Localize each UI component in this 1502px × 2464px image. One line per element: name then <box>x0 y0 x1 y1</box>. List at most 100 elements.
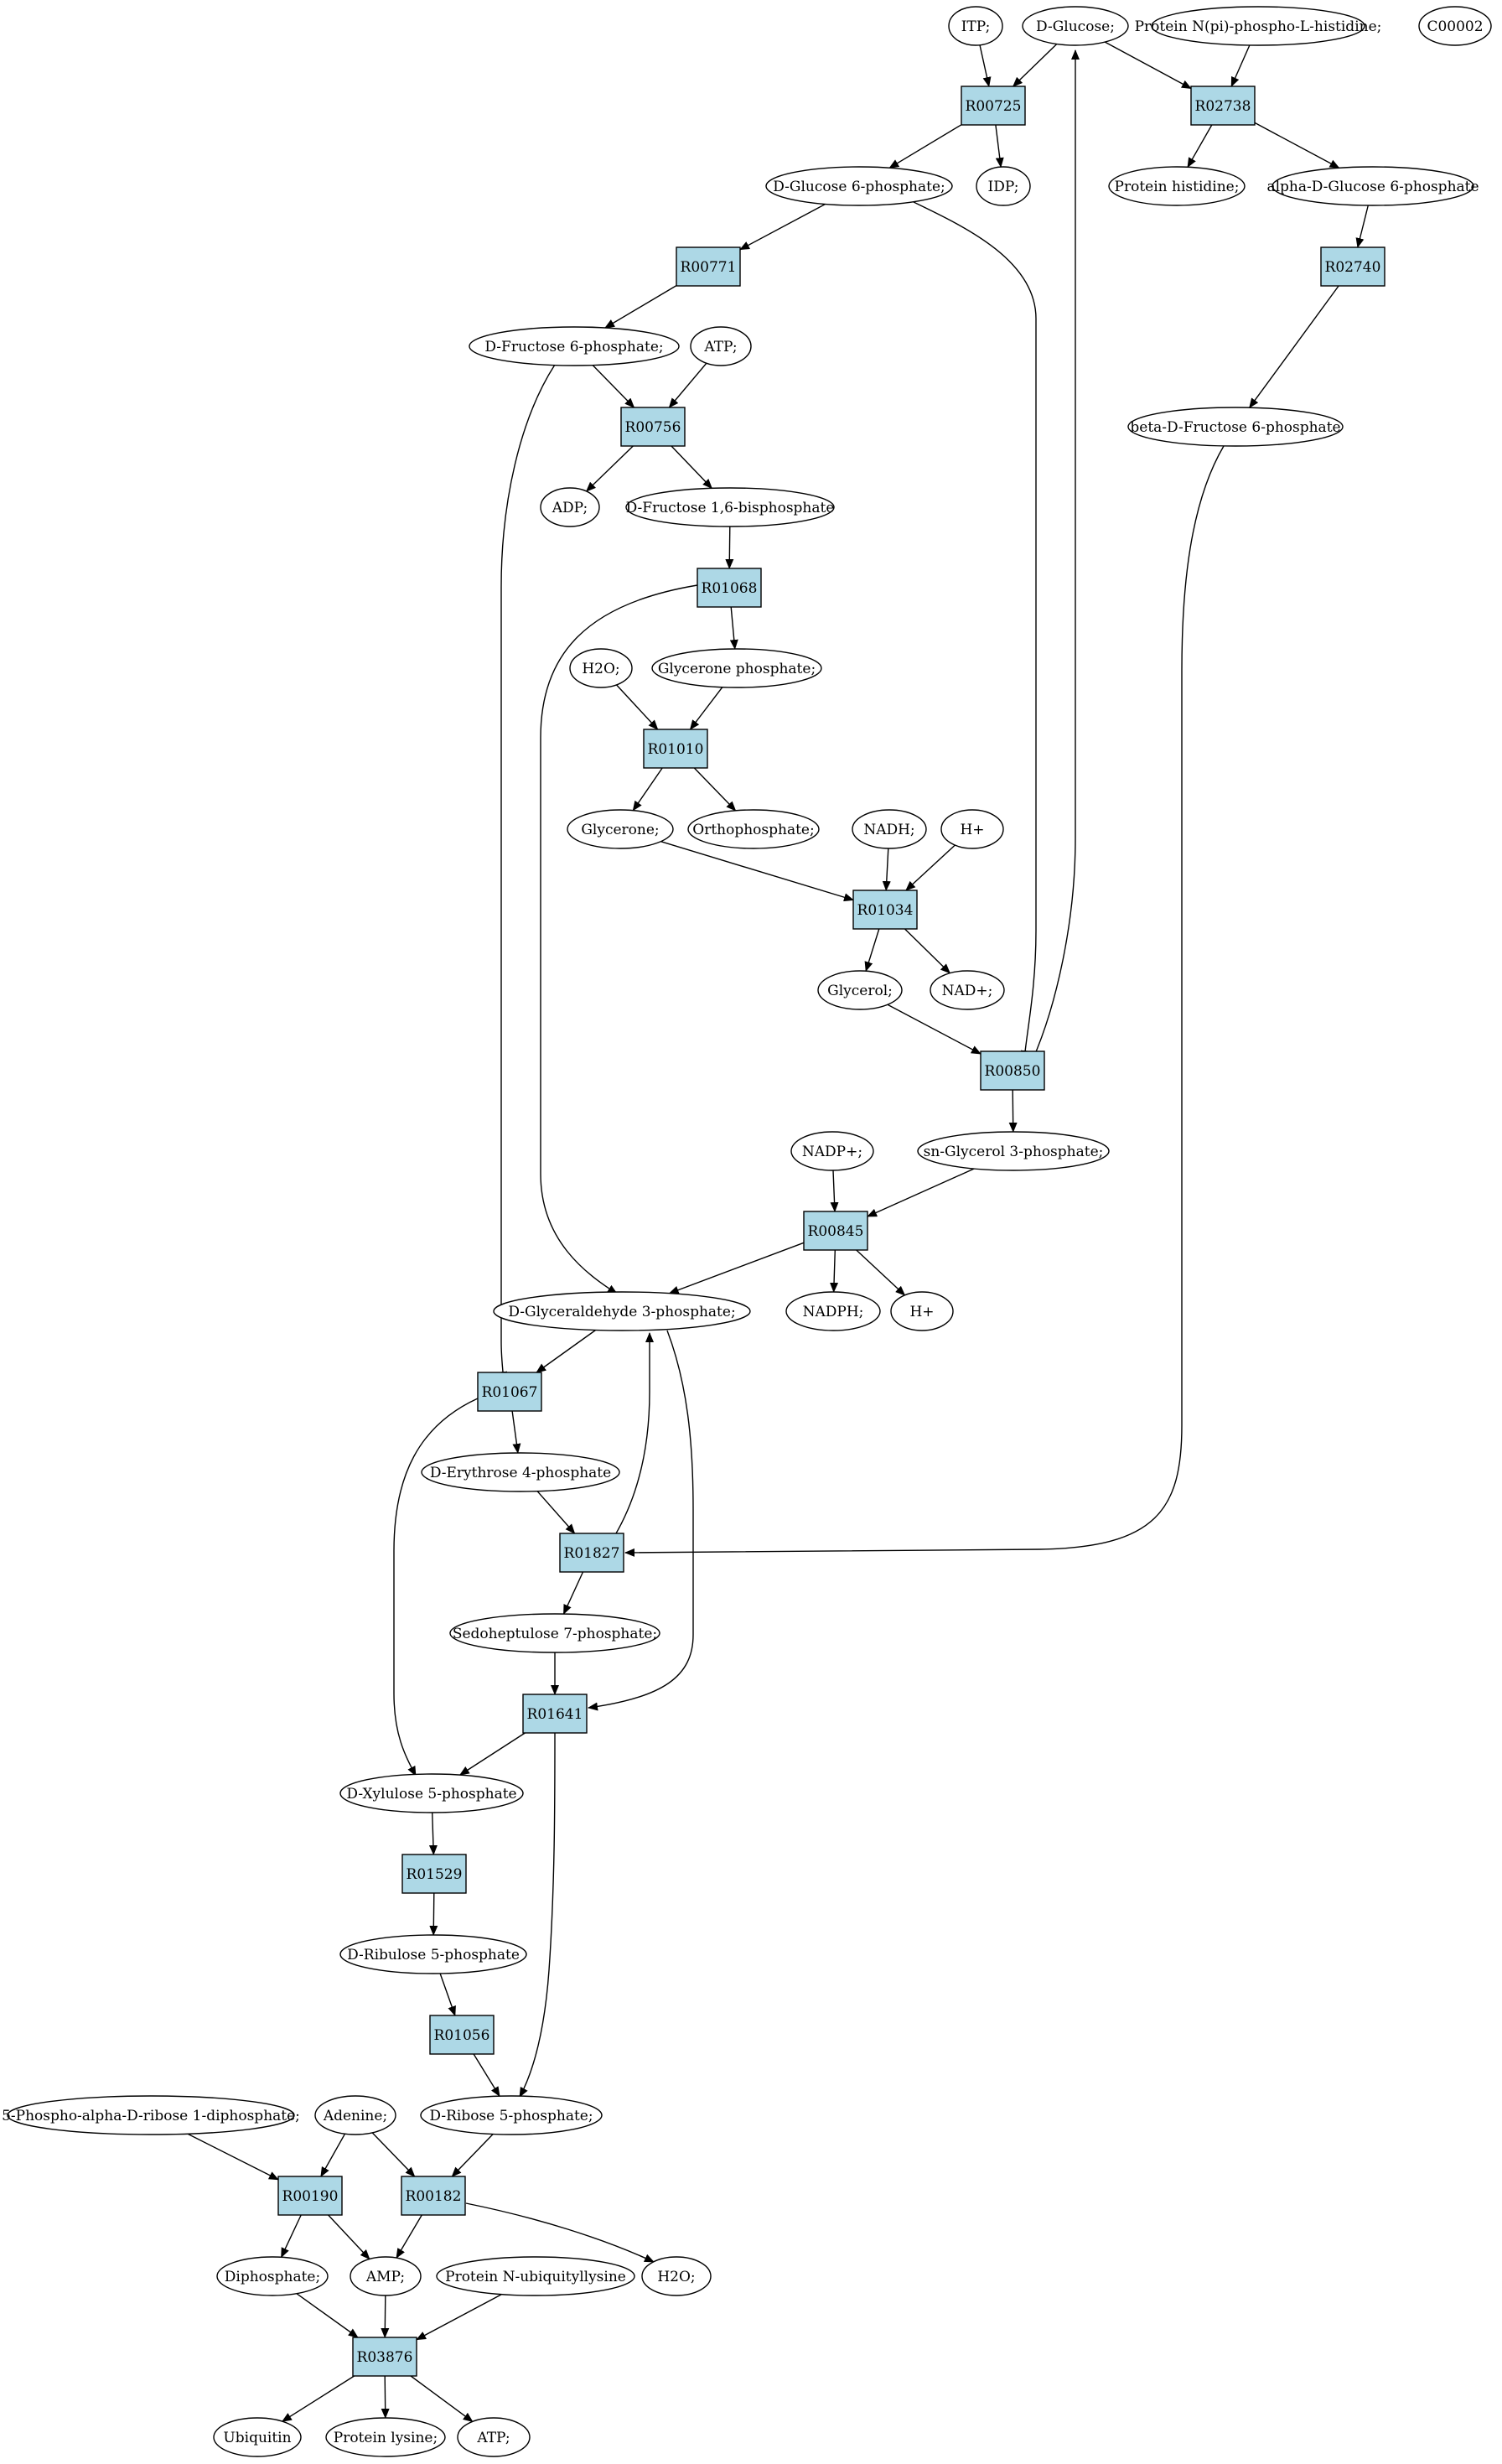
reaction-box <box>401 2176 466 2216</box>
edge-r01010-to-glycerone <box>632 767 663 812</box>
node-label: D-Erythrose 4-phosphate <box>430 1465 611 1481</box>
compound-ellipse <box>339 1934 527 1974</box>
node-label: ADP; <box>552 500 588 516</box>
compound-ellipse <box>765 166 953 206</box>
node-r00845[interactable]: R00845 <box>803 1211 868 1251</box>
node-r00850[interactable]: R00850 <box>980 1050 1045 1091</box>
node-label: D-Ribose 5-phosphate; <box>429 2108 593 2124</box>
edge-r03876-to-protlys <box>381 2375 390 2419</box>
node-dga3p[interactable]: D-Glyceraldehyde 3-phosphate; <box>493 1291 751 1331</box>
node-protnubq[interactable]: Protein N-ubiquityllysine <box>436 2256 635 2296</box>
edge-df16bp-to-r01068 <box>725 526 734 569</box>
node-diphos[interactable]: Diphosphate; <box>216 2256 329 2296</box>
node-adp[interactable]: ADP; <box>540 487 600 527</box>
reaction-box <box>401 1854 467 1894</box>
node-atp1[interactable]: ATP; <box>690 326 752 366</box>
edge-nadpplus-to-r00845 <box>830 1170 839 1212</box>
node-label: R01068 <box>702 580 758 597</box>
reaction-box <box>961 86 1026 126</box>
node-r00725[interactable]: R00725 <box>961 86 1026 126</box>
node-protnpi[interactable]: Protein N(pi)-phospho-L-histidine; <box>1135 6 1382 46</box>
node-r02740[interactable]: R02740 <box>1320 246 1385 287</box>
node-bdf6p[interactable]: beta-D-Fructose 6-phosphate <box>1127 407 1344 447</box>
node-glycerol[interactable]: Glycerol; <box>817 970 903 1010</box>
node-r01529[interactable]: R01529 <box>401 1854 467 1894</box>
node-r01010[interactable]: R01010 <box>643 729 708 769</box>
node-label: R01034 <box>857 902 914 919</box>
node-dg6p[interactable]: D-Glucose 6-phosphate; <box>765 166 953 206</box>
node-s7p[interactable]: Sedoheptulose 7-phosphate; <box>449 1613 660 1653</box>
node-h2o2[interactable]: H2O; <box>641 2256 712 2296</box>
node-r01641[interactable]: R01641 <box>522 1694 588 1734</box>
compound-ellipse <box>852 809 927 849</box>
node-adg6p[interactable]: alpha-D-Glucose 6-phosphate <box>1266 166 1479 206</box>
node-idp[interactable]: IDP; <box>976 166 1031 206</box>
node-dglucose[interactable]: D-Glucose; <box>1022 6 1129 46</box>
node-atp2[interactable]: ATP; <box>457 2417 531 2457</box>
node-r03876[interactable]: R03876 <box>352 2337 417 2377</box>
edge-r02740-to-bdf6p <box>1249 285 1339 409</box>
node-df16bp[interactable]: D-Fructose 1,6-bisphosphate <box>625 487 835 527</box>
node-dr5p[interactable]: D-Ribose 5-phosphate; <box>420 2095 603 2135</box>
node-hplus2[interactable]: H+ <box>890 1291 954 1331</box>
node-r01034[interactable]: R01034 <box>852 890 918 930</box>
node-adenine[interactable]: Adenine; <box>314 2095 396 2135</box>
node-r01827[interactable]: R01827 <box>559 1533 624 1573</box>
node-label: H+ <box>909 1304 934 1320</box>
node-glycerone[interactable]: Glycerone; <box>567 809 674 849</box>
node-label: R01010 <box>648 741 704 758</box>
compound-ellipse <box>567 809 674 849</box>
node-itp[interactable]: ITP; <box>948 6 1003 46</box>
node-label: D-Ribulose 5-phosphate <box>347 1947 520 1963</box>
node-label: IDP; <box>988 179 1019 195</box>
node-ubiquitin[interactable]: Ubiquitin <box>213 2417 302 2457</box>
node-h2o1[interactable]: H2O; <box>569 648 633 688</box>
compound-ellipse <box>436 2256 635 2296</box>
node-df6p[interactable]: D-Fructose 6-phosphate; <box>469 326 680 366</box>
node-r02738[interactable]: R02738 <box>1190 86 1256 126</box>
node-label: NADP+; <box>802 1144 862 1160</box>
node-r01056[interactable]: R01056 <box>429 2015 495 2055</box>
node-glyp[interactable]: Glycerone phosphate; <box>651 648 822 688</box>
node-r01068[interactable]: R01068 <box>697 568 762 608</box>
compound-ellipse <box>625 487 835 527</box>
reaction-box <box>852 890 918 930</box>
reaction-box <box>803 1211 868 1251</box>
edge-r00771-to-df6p <box>604 284 677 329</box>
node-r00190[interactable]: R00190 <box>277 2176 343 2216</box>
compound-ellipse <box>216 2256 329 2296</box>
node-de4p[interactable]: D-Erythrose 4-phosphate <box>421 1452 620 1492</box>
node-r00756[interactable]: R00756 <box>620 407 686 447</box>
node-dribu5p[interactable]: D-Ribulose 5-phosphate <box>339 1934 527 1974</box>
node-nadh[interactable]: NADH; <box>852 809 927 849</box>
compound-ellipse <box>1127 407 1344 447</box>
node-nadpplus[interactable]: NADP+; <box>790 1131 874 1171</box>
node-orthop[interactable]: Orthophosphate; <box>687 809 820 849</box>
node-nadph[interactable]: NADPH; <box>785 1291 881 1331</box>
compound-ellipse <box>457 2417 531 2457</box>
node-label: NADPH; <box>803 1304 864 1320</box>
node-r01067[interactable]: R01067 <box>477 1372 542 1412</box>
compound-ellipse <box>540 487 600 527</box>
node-hplus1[interactable]: H+ <box>940 809 1004 849</box>
node-sng3p[interactable]: sn-Glycerol 3-phosphate; <box>917 1131 1110 1171</box>
node-dx5p[interactable]: D-Xylulose 5-phosphate <box>339 1773 524 1813</box>
node-r00771[interactable]: R00771 <box>676 246 741 287</box>
node-label: ATP; <box>703 339 737 355</box>
node-prpp[interactable]: 5-Phospho-alpha-D-ribose 1-diphosphate; <box>2 2095 300 2135</box>
compound-ellipse <box>917 1131 1110 1171</box>
node-label: R01641 <box>527 1706 583 1723</box>
node-amp[interactable]: AMP; <box>350 2256 422 2296</box>
edge-dribu5p-to-r01056 <box>439 1973 456 2016</box>
node-protlys[interactable]: Protein lysine; <box>325 2417 446 2457</box>
compound-ellipse <box>1108 166 1246 206</box>
node-c00002[interactable]: C00002 <box>1418 6 1492 46</box>
node-r00182[interactable]: R00182 <box>401 2176 466 2216</box>
edge-r01034-to-nadplus <box>904 928 951 974</box>
node-label: D-Fructose 1,6-bisphosphate <box>626 500 835 516</box>
reaction-box <box>277 2176 343 2216</box>
node-nadplus[interactable]: NAD+; <box>930 970 1005 1010</box>
node-label: R00190 <box>282 2188 339 2205</box>
edge-r03876-to-ubiquitin <box>281 2375 355 2422</box>
node-prothis[interactable]: Protein histidine; <box>1108 166 1246 206</box>
